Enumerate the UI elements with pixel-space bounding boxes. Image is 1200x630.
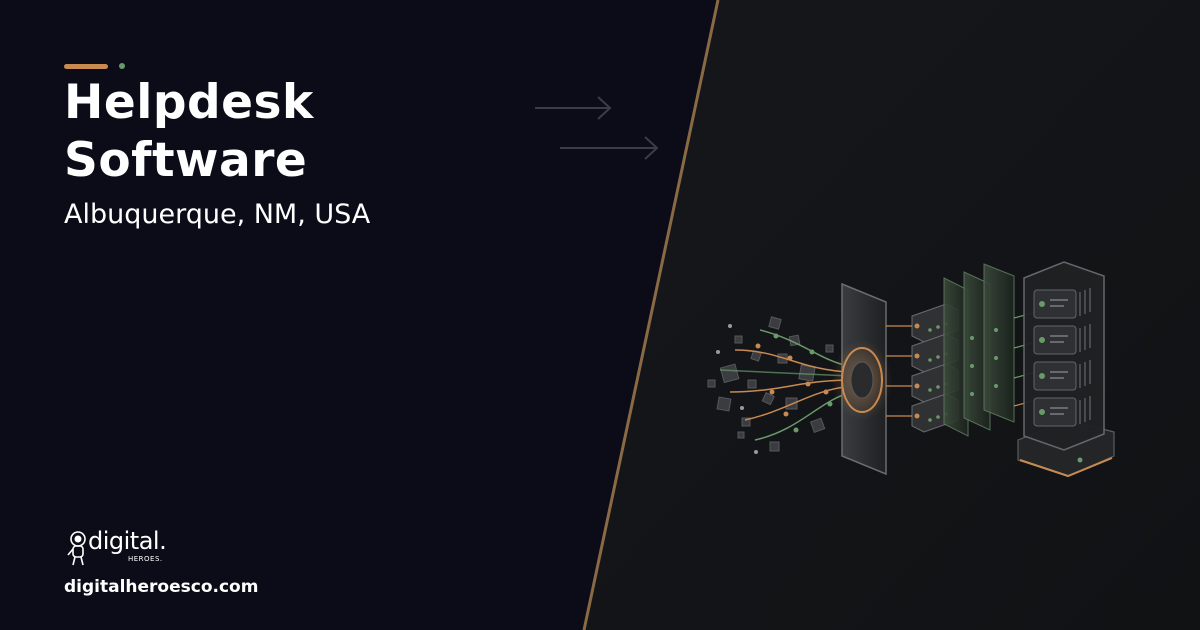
right-panel <box>584 0 1200 630</box>
accent-dot <box>119 63 125 69</box>
page-title: Helpdesk Software <box>64 74 314 190</box>
brand-logo: digital. HEROES. <box>66 526 196 570</box>
arrow-right-icon <box>535 96 612 120</box>
location-subtitle: Albuquerque, NM, USA <box>64 199 371 230</box>
title-line-2: Software <box>64 133 308 188</box>
logo-sub-text: HEROES. <box>128 555 163 563</box>
logo-brand-text: digital. <box>88 527 167 555</box>
accent-bar <box>64 64 108 69</box>
astronaut-mascot-icon <box>67 531 86 566</box>
arrow-right-icon <box>560 136 659 160</box>
diagonal-divider <box>582 0 720 630</box>
title-line-1: Helpdesk <box>64 75 314 130</box>
server-stack-icon <box>1017 261 1115 478</box>
data-network-illustration <box>707 263 1037 476</box>
website-link[interactable]: digitalheroesco.com <box>64 577 259 597</box>
